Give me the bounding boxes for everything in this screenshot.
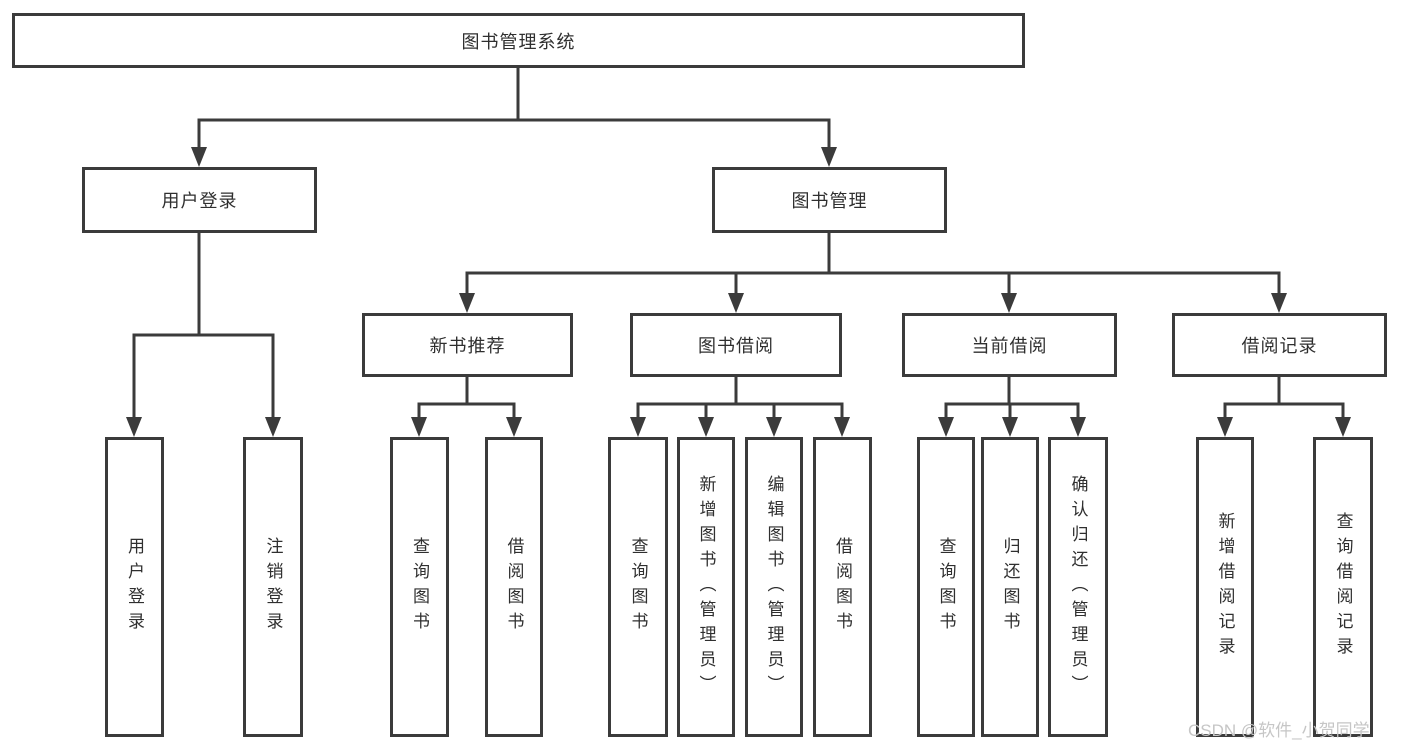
node-label: 新书推荐	[429, 336, 506, 356]
node-label: 借阅记录	[1241, 336, 1318, 356]
leaf-label: 借阅图书	[504, 537, 524, 637]
leaf-label: 用户登录	[125, 537, 144, 637]
leaf-borrow-books-1: 借阅图书	[485, 437, 543, 737]
leaf-label: 新增借阅记录	[1215, 512, 1235, 662]
leaf-label: 查询图书	[410, 537, 429, 637]
leaf-label: 注销登录	[263, 537, 283, 637]
node-borrowing-records: 借阅记录	[1172, 313, 1387, 377]
leaf-search-borrow-record: 查询借阅记录	[1313, 437, 1373, 737]
node-label: 图书借阅	[698, 336, 774, 356]
leaf-user-login: 用户登录	[105, 437, 164, 737]
node-new-book-recommend: 新书推荐	[362, 313, 573, 377]
leaf-label: 确认归还（管理员）	[1068, 474, 1088, 700]
leaf-search-books-2: 查询图书	[608, 437, 668, 737]
node-label: 当前借阅	[971, 336, 1048, 356]
node-label: 图书管理	[791, 191, 868, 211]
leaf-label: 查询图书	[936, 537, 956, 637]
leaf-confirm-return-admin: 确认归还（管理员）	[1048, 437, 1108, 737]
leaf-add-books-admin: 新增图书（管理员）	[677, 437, 735, 737]
node-book-borrowing: 图书借阅	[630, 313, 842, 377]
node-label: 图书管理系统	[461, 31, 576, 52]
leaf-label: 查询图书	[628, 537, 648, 637]
leaf-label: 归还图书	[1000, 537, 1020, 637]
leaf-label: 编辑图书（管理员）	[764, 474, 784, 700]
node-book-management: 图书管理	[712, 167, 947, 233]
leaf-edit-books-admin: 编辑图书（管理员）	[745, 437, 803, 737]
leaf-search-books-3: 查询图书	[917, 437, 975, 737]
leaf-return-books: 归还图书	[981, 437, 1039, 737]
leaf-logout: 注销登录	[243, 437, 303, 737]
node-user-login: 用户登录	[82, 167, 317, 233]
node-label: 用户登录	[161, 191, 238, 211]
node-library-system: 图书管理系统	[12, 13, 1025, 68]
node-current-borrowing: 当前借阅	[902, 313, 1117, 377]
leaf-add-borrow-record: 新增借阅记录	[1196, 437, 1254, 737]
leaf-label: 查询借阅记录	[1333, 512, 1353, 662]
leaf-label: 借阅图书	[833, 537, 852, 637]
leaf-label: 新增图书（管理员）	[696, 474, 716, 700]
leaf-borrow-books-2: 借阅图书	[813, 437, 872, 737]
watermark-text: CSDN @软件_小贺同学	[1188, 721, 1370, 740]
leaf-search-books-1: 查询图书	[390, 437, 449, 737]
